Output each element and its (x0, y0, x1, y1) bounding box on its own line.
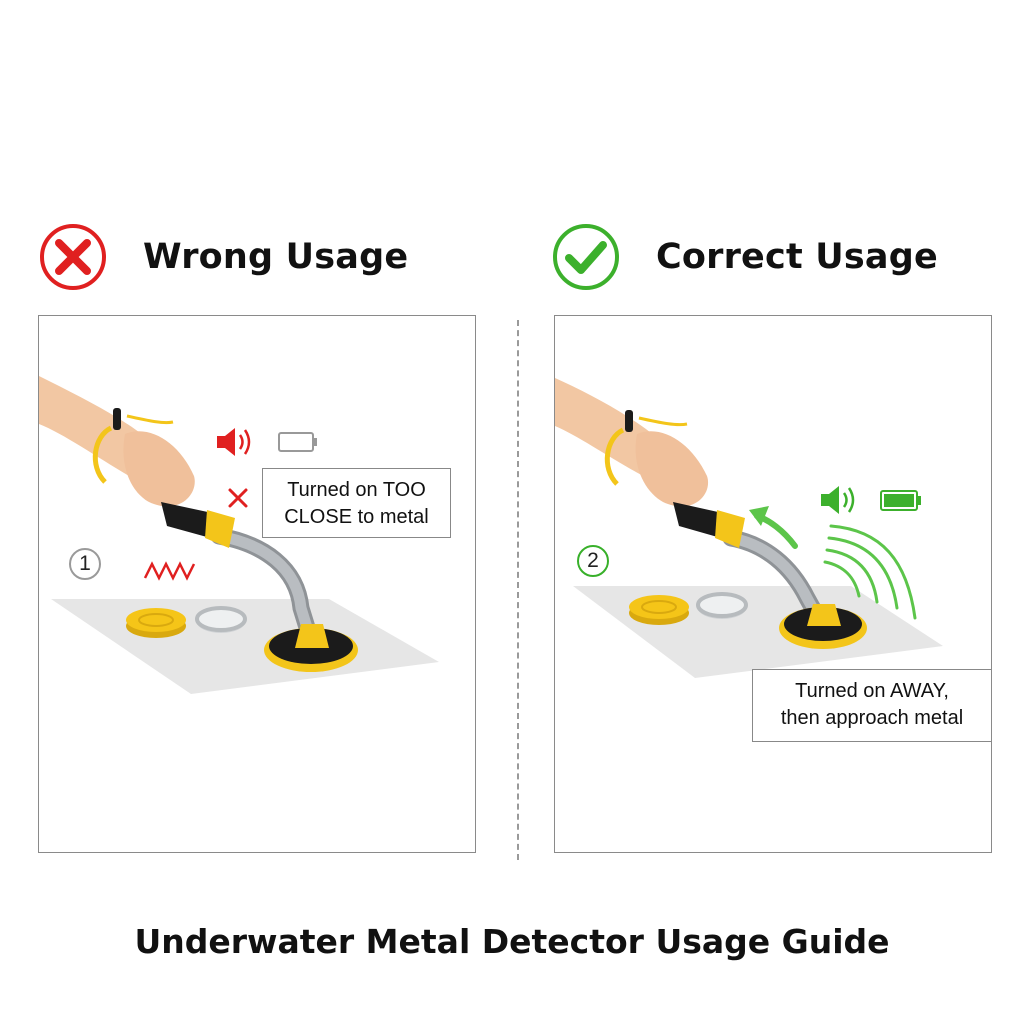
dashed-divider (517, 320, 519, 860)
gold-coin-icon (629, 595, 689, 625)
wrong-usage-heading: Wrong Usage (39, 222, 408, 292)
correct-usage-illustration (555, 378, 943, 678)
ground-sheet (573, 586, 943, 678)
cross-mark-icon (228, 488, 248, 508)
wrong-usage-illustration (39, 376, 439, 694)
correct-usage-callout: Turned on AWAY, then approach metal (752, 669, 991, 742)
signal-waves-icon (823, 524, 917, 620)
x-circle-icon (40, 224, 106, 290)
correct-usage-title: Correct Usage (656, 237, 938, 277)
callout-line: then approach metal (780, 707, 964, 729)
silver-ring-icon (696, 592, 748, 619)
wrong-usage-panel: 1 Turned on TOO CLOSE to metal (38, 315, 476, 853)
ground-sheet (51, 599, 439, 694)
speaker-icon (217, 428, 251, 456)
correct-usage-panel: 2 Turned on AWAY, then approach metal (554, 315, 992, 853)
detector-coil-icon (264, 624, 358, 672)
speaker-icon (821, 486, 855, 514)
detector-coil-icon (779, 604, 867, 649)
callout-line: CLOSE to metal (284, 506, 429, 528)
silver-ring-icon (195, 606, 247, 633)
step-number-badge: 1 (69, 548, 101, 580)
step-number-badge: 2 (577, 545, 609, 577)
correct-usage-heading: Correct Usage (552, 222, 938, 292)
guide-title: Underwater Metal Detector Usage Guide (134, 922, 890, 961)
battery-full-icon (880, 490, 921, 511)
wrong-usage-callout: Turned on TOO CLOSE to metal (262, 468, 451, 538)
check-circle-icon (553, 224, 619, 290)
battery-empty-icon (278, 432, 317, 452)
callout-line: Turned on AWAY, (795, 680, 949, 702)
zigzag-signal-icon (143, 561, 196, 581)
gold-coin-icon (126, 608, 186, 638)
wrong-usage-title: Wrong Usage (143, 237, 409, 277)
arrow-up-left-icon (749, 506, 798, 549)
callout-line: Turned on TOO (287, 479, 426, 501)
